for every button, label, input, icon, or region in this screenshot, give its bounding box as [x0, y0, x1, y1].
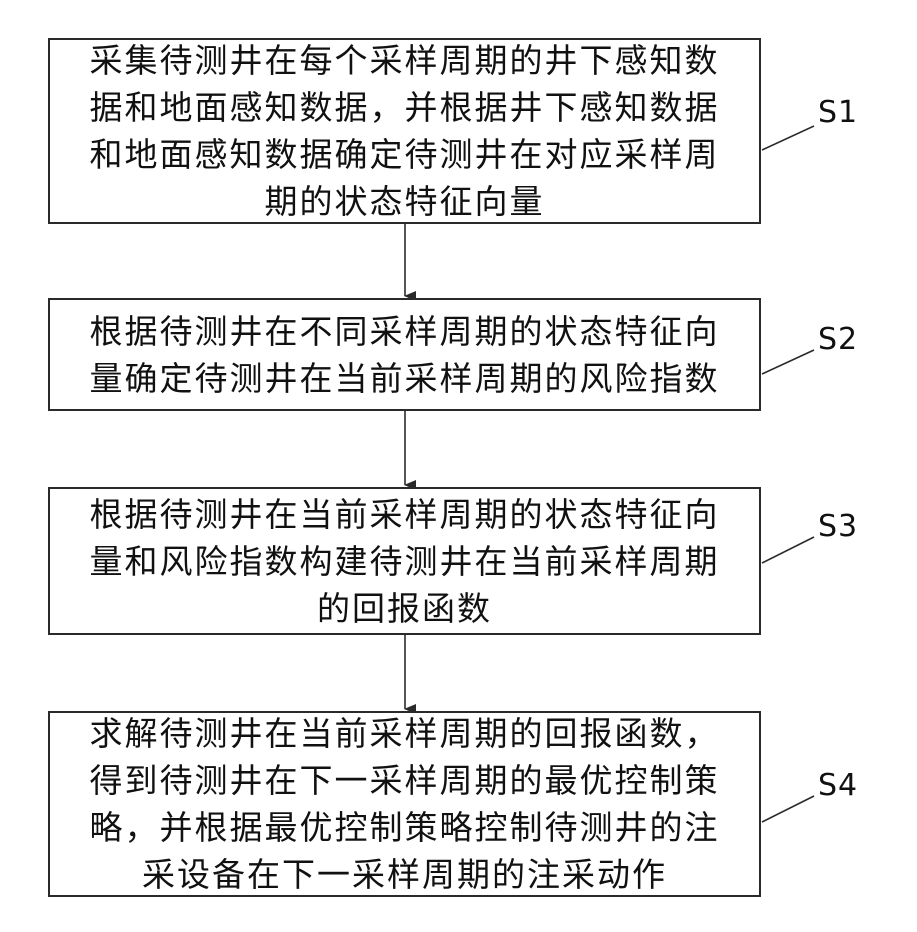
step-box-s3: 根据待测井在当前采样周期的状态特征向 量和风险指数构建待测井在当前采样周期 的回… — [48, 487, 761, 635]
step-label-s2: S2 — [818, 322, 858, 357]
step-box-s4: 求解待测井在当前采样周期的回报函数， 得到待测井在下一采样周期的最优控制策 略，… — [48, 711, 761, 897]
step-text-s4: 求解待测井在当前采样周期的回报函数， 得到待测井在下一采样周期的最优控制策 略，… — [90, 710, 720, 898]
leader-s1 — [762, 126, 814, 150]
step-text-s2: 根据待测井在不同采样周期的状态特征向 量确定待测井在当前采样周期的风险指数 — [90, 308, 720, 402]
step-s4-line: 求解待测井在当前采样周期的回报函数， — [90, 710, 720, 757]
step-s3-line: 根据待测井在当前采样周期的状态特征向 — [90, 491, 720, 538]
step-s4-line: 略，并根据最优控制策略控制待测井的注 — [90, 804, 720, 851]
step-s1-line: 采集待测井在每个采样周期的井下感知数 — [90, 37, 720, 84]
step-s1-line: 据和地面感知数据，并根据井下感知数据 — [90, 84, 720, 131]
step-label-s3: S3 — [818, 509, 858, 544]
step-s1-line: 和地面感知数据确定待测井在对应采样周 — [90, 131, 720, 178]
step-text-s3: 根据待测井在当前采样周期的状态特征向 量和风险指数构建待测井在当前采样周期 的回… — [90, 491, 720, 632]
step-s3-line: 量和风险指数构建待测井在当前采样周期 — [90, 538, 720, 585]
step-box-s2: 根据待测井在不同采样周期的状态特征向 量确定待测井在当前采样周期的风险指数 — [48, 298, 761, 411]
step-s4-line: 得到待测井在下一采样周期的最优控制策 — [90, 757, 720, 804]
leader-s3 — [762, 537, 814, 563]
step-s2-line: 量确定待测井在当前采样周期的风险指数 — [90, 355, 720, 402]
leader-s4 — [762, 796, 814, 822]
step-box-s1: 采集待测井在每个采样周期的井下感知数 据和地面感知数据，并根据井下感知数据 和地… — [48, 38, 761, 224]
step-label-s4: S4 — [818, 768, 858, 803]
step-label-s1: S1 — [818, 95, 858, 130]
step-s3-line: 的回报函数 — [90, 585, 720, 632]
step-s2-line: 根据待测井在不同采样周期的状态特征向 — [90, 308, 720, 355]
leader-s2 — [762, 350, 814, 374]
step-text-s1: 采集待测井在每个采样周期的井下感知数 据和地面感知数据，并根据井下感知数据 和地… — [90, 37, 720, 225]
step-s4-line: 采设备在下一采样周期的注采动作 — [90, 851, 720, 898]
step-s1-line: 期的状态特征向量 — [90, 178, 720, 225]
